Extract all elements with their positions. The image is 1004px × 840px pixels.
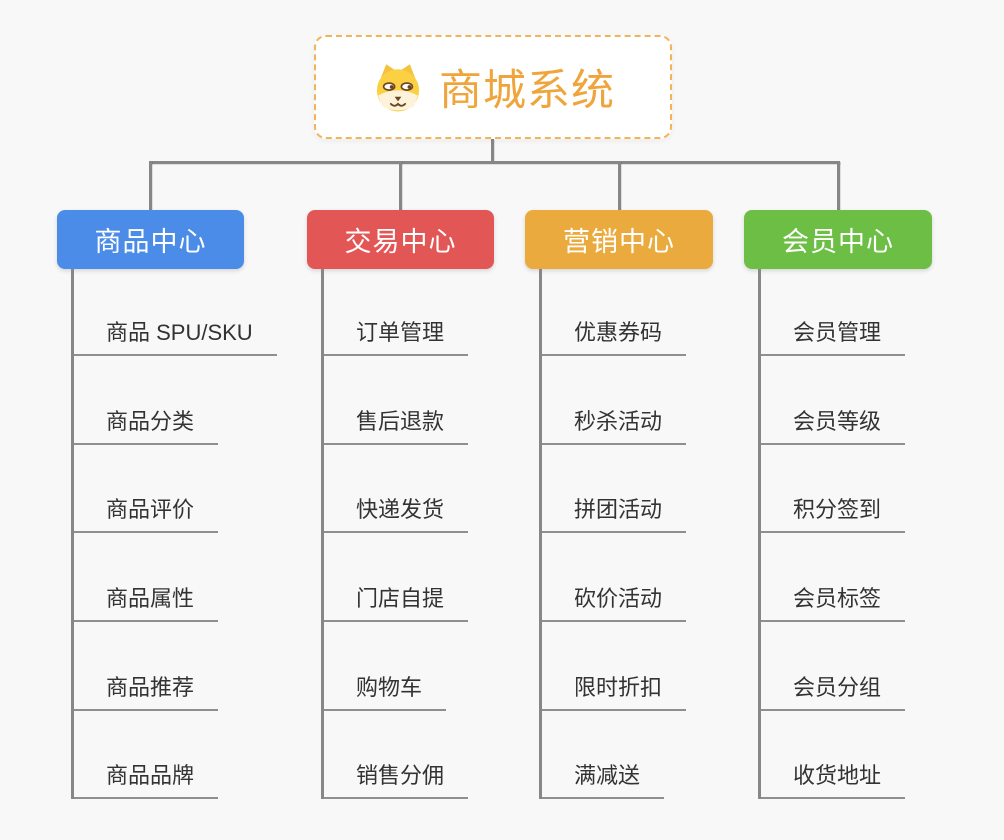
branch-children-products: 商品 SPU/SKU 商品分类 商品评价 商品属性 商品推荐 商品品牌 xyxy=(71,269,316,799)
leaf-node[interactable]: 限时折扣 xyxy=(542,673,687,711)
branch-label: 交易中心 xyxy=(344,227,457,257)
branch-node-products[interactable]: 商品中心 xyxy=(57,210,244,269)
leaf-node[interactable]: 拼团活动 xyxy=(542,495,687,533)
leaf-node[interactable]: 收货地址 xyxy=(761,761,906,799)
dog-face-icon xyxy=(371,60,425,114)
leaf-node[interactable]: 订单管理 xyxy=(324,318,469,356)
connector-root-stub xyxy=(491,139,494,162)
root-node[interactable]: 商城系统 xyxy=(314,35,672,139)
leaf-node[interactable]: 售后退款 xyxy=(324,407,469,445)
root-title: 商城系统 xyxy=(439,67,615,115)
leaf-node[interactable]: 会员标签 xyxy=(761,584,906,622)
leaf-node[interactable]: 会员分组 xyxy=(761,673,906,711)
leaf-node[interactable]: 秒杀活动 xyxy=(542,407,687,445)
branch-children-marketing: 优惠券码 秒杀活动 拼团活动 砍价活动 限时折扣 满减送 xyxy=(539,269,784,799)
leaf-node[interactable]: 砍价活动 xyxy=(542,584,687,622)
leaf-node[interactable]: 会员管理 xyxy=(761,318,906,356)
branch-node-members[interactable]: 会员中心 xyxy=(744,210,932,269)
leaf-node[interactable]: 商品评价 xyxy=(74,495,219,533)
branch-children-members: 会员管理 会员等级 积分签到 会员标签 会员分组 收货地址 xyxy=(758,269,1003,799)
branch-node-trade[interactable]: 交易中心 xyxy=(307,210,494,269)
leaf-node[interactable]: 商品 SPU/SKU xyxy=(74,318,277,356)
connector-drop-products xyxy=(149,161,152,211)
connector-bus-line xyxy=(149,161,840,164)
connector-drop-members xyxy=(837,161,840,211)
leaf-node[interactable]: 满减送 xyxy=(542,761,665,799)
leaf-node[interactable]: 商品属性 xyxy=(74,584,219,622)
branch-label: 会员中心 xyxy=(782,227,894,257)
branch-label: 营销中心 xyxy=(563,227,675,257)
connector-drop-trade xyxy=(399,161,402,211)
leaf-node[interactable]: 门店自提 xyxy=(324,584,469,622)
leaf-node[interactable]: 销售分佣 xyxy=(324,761,469,799)
leaf-node[interactable]: 快递发货 xyxy=(324,495,469,533)
leaf-node[interactable]: 商品分类 xyxy=(74,407,219,445)
branch-node-marketing[interactable]: 营销中心 xyxy=(525,210,713,269)
leaf-node[interactable]: 会员等级 xyxy=(761,407,906,445)
leaf-node[interactable]: 商品推荐 xyxy=(74,673,219,711)
branch-label: 商品中心 xyxy=(94,227,207,257)
leaf-node[interactable]: 积分签到 xyxy=(761,495,906,533)
branch-children-trade: 订单管理 售后退款 快递发货 门店自提 购物车 销售分佣 xyxy=(321,269,566,799)
connector-drop-marketing xyxy=(618,161,621,211)
leaf-node[interactable]: 购物车 xyxy=(324,673,447,711)
leaf-node[interactable]: 优惠券码 xyxy=(542,318,687,356)
leaf-node[interactable]: 商品品牌 xyxy=(74,761,219,799)
